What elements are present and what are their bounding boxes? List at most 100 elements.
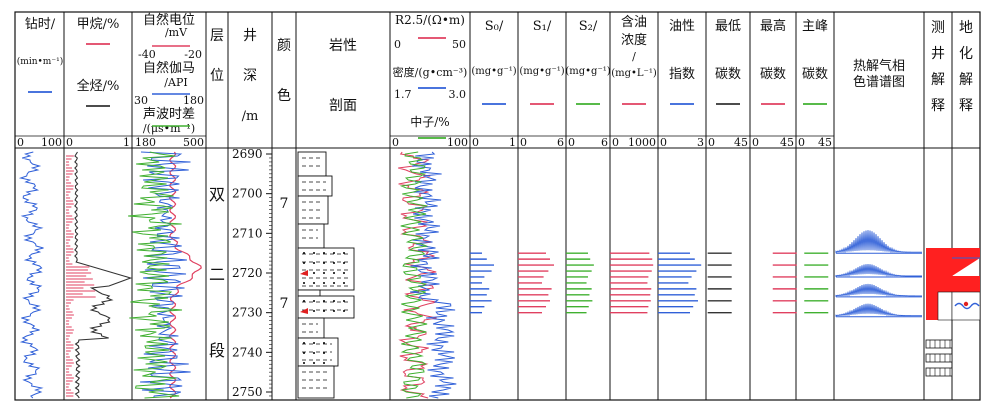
density-title: 密度/(g•cm⁻³) [393, 65, 468, 79]
gr-curve [140, 151, 191, 399]
min_c-title-1: 最低 [715, 19, 741, 34]
mud-interp-title-3: 解 [959, 72, 973, 88]
max_c-tick-right: 45 [780, 136, 794, 149]
gr-tick-left: 30 [134, 94, 148, 107]
gc-spectrum [835, 230, 922, 254]
density-tick-right: 3.0 [449, 88, 467, 101]
oil_index-tick-left: 0 [660, 136, 667, 149]
mud-interp-oil-2 [952, 276, 980, 292]
oil-show-marker-1 [300, 270, 308, 276]
oil-conc-tick-right: 1000 [628, 136, 656, 149]
lithology-dot [313, 300, 315, 302]
density-curve [410, 151, 457, 399]
neutron-title: 中子/% [410, 114, 449, 129]
lithology-dot [333, 252, 335, 254]
oil-drop-icon [963, 301, 969, 307]
resist-tick-right: 50 [452, 38, 466, 51]
lithology-subtitle: 剖面 [329, 98, 357, 114]
lithology-title: 岩性 [329, 38, 357, 54]
min_c-title-2: 碳数 [715, 67, 741, 82]
ac-tick-left: 180 [135, 136, 156, 149]
resist-title: R2.5/(Ω•m) [395, 13, 465, 27]
total-hc-title: 全烃/% [77, 78, 120, 94]
s1-tick-right: 6 [557, 136, 564, 149]
color-title-1: 颜 [277, 38, 291, 54]
layer-title-1: 层 [210, 28, 224, 44]
lithology-mudstone-6 [297, 317, 325, 339]
lithology-dot [323, 362, 325, 364]
lithology-dot [343, 300, 345, 302]
s2-tick-right: 6 [601, 136, 608, 149]
lithology-dot [303, 342, 305, 344]
lithology-dot [323, 300, 325, 302]
lithology-dot [323, 282, 325, 284]
ac-curve [128, 151, 183, 399]
drill-time-tick-right: 100 [41, 136, 62, 149]
neutron-tick-right: 100 [447, 136, 468, 149]
lithology-dot [323, 352, 325, 354]
depth-title-1: 井 [243, 28, 257, 44]
min_c-tick-right: 45 [734, 136, 748, 149]
resist-tick-left: 0 [394, 38, 401, 51]
depth-title-3: /m [242, 109, 259, 124]
mud-interp-title-4: 释 [959, 98, 973, 114]
color-code-2: 7 [280, 296, 289, 312]
frame [14, 11, 981, 401]
lithology-dot [313, 282, 315, 284]
lithology-dot [323, 342, 325, 344]
gr-title: 自然伽马 [143, 60, 195, 76]
lithology-dot [333, 272, 335, 274]
gc-title-1: 热解气相 [853, 58, 905, 74]
lithology-dot [303, 300, 305, 302]
layer-name-2: 二 [209, 265, 225, 284]
drill-time-title: 钻时/ [25, 17, 56, 32]
lithology-dot [313, 362, 315, 364]
sp-curve [168, 151, 202, 399]
s0-title: S₀/ [485, 19, 504, 34]
max_c-title-1: 最高 [760, 18, 786, 34]
gc-spectrum [835, 303, 922, 317]
ac-unit: /(μs•m⁻¹) [143, 122, 195, 135]
density-tick-left: 1.7 [394, 88, 412, 101]
lithology-dot [323, 252, 325, 254]
oil-show-marker-2 [300, 308, 308, 314]
s2-unit: (mg•g⁻¹) [565, 66, 610, 77]
s0-tick-right: 1 [509, 136, 516, 149]
methane-tick-right: 1 [123, 136, 130, 149]
depth-tick-2720: 2720 [232, 266, 263, 280]
well-interp-title-3: 解 [931, 72, 945, 88]
water-wave-icon [954, 302, 980, 310]
lithology-dot [343, 252, 345, 254]
methane-tick-left: 0 [66, 136, 73, 149]
lithology-dot [333, 282, 335, 284]
drill-time-curve [18, 151, 44, 399]
s1-tick-left: 0 [520, 136, 527, 149]
mud-interp-water [951, 291, 981, 321]
depth-tick-2730: 2730 [232, 306, 263, 320]
neutron-curve [399, 151, 429, 399]
sp-unit: /mV [165, 26, 188, 39]
lithology-mudstone-2 [297, 175, 333, 197]
color-title-2: 色 [277, 87, 291, 104]
layer-name-1: 双 [209, 185, 225, 204]
ac-title: 声波时差 [143, 107, 195, 122]
s2-title: S₂/ [579, 19, 598, 34]
mud-interp-oil [952, 248, 980, 276]
oil-conc-tick-left: 0 [612, 136, 619, 149]
lithology-dot [343, 310, 345, 312]
color-code-1: 7 [280, 196, 289, 212]
lithology-dot [313, 342, 315, 344]
well-interp-mudstone [925, 339, 953, 349]
lithology-dot [303, 262, 305, 264]
lithology-dot [333, 310, 335, 312]
depth-tick-2750: 2750 [232, 385, 263, 399]
well-interp-dry [937, 291, 953, 321]
well-interp-mudstone [925, 367, 953, 377]
lithology-dot [333, 262, 335, 264]
lithology-mudstone-5 [297, 289, 321, 297]
depth-tick-2710: 2710 [232, 226, 263, 240]
s1-unit: (mg•g⁻¹) [519, 66, 564, 77]
s2-tick-left: 0 [568, 136, 575, 149]
oil-conc-title-3: / [632, 50, 636, 63]
drill-time-tick-left: 0 [17, 136, 24, 149]
